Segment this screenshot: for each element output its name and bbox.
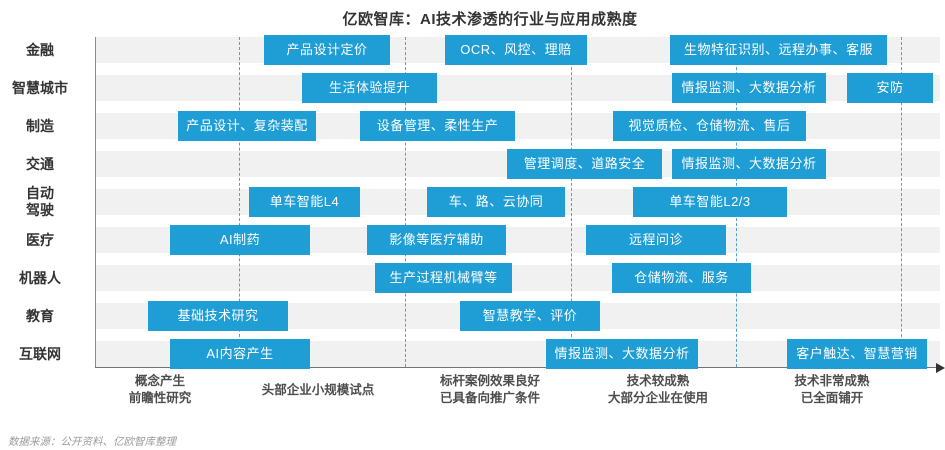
maturity-box: 智慧教学、评价	[460, 301, 600, 331]
maturity-box: 远程问诊	[586, 225, 726, 255]
stage-label-line: 技术非常成熟	[794, 374, 870, 388]
maturity-box: 基础技术研究	[148, 301, 288, 331]
row-label-4: 交通	[26, 155, 54, 172]
maturity-box: 产品设计定价	[264, 35, 390, 65]
row-label-5: 自动 驾驶	[26, 185, 54, 218]
stage-divider-line	[571, 37, 572, 367]
stage-divider-line	[239, 37, 240, 367]
maturity-box: AI内容产生	[170, 339, 310, 369]
stage-label-line: 技术较成熟	[626, 374, 690, 388]
maturity-box: 车、路、云协同	[427, 187, 565, 217]
maturity-box: 情报监测、大数据分析	[672, 149, 826, 179]
y-axis-line	[95, 37, 96, 367]
maturity-box: 生物特征识别、远程办事、客服	[670, 35, 887, 65]
maturity-box: 生活体验提升	[302, 73, 437, 103]
stage-label-3: 标杆案例效果良好已具备向推广条件	[395, 372, 585, 408]
maturity-box: 视觉质检、仓储物流、售后	[613, 111, 806, 141]
stage-label-2: 头部企业小规模试点	[223, 372, 413, 408]
stage-divider-line	[405, 37, 406, 367]
row-stripe	[95, 265, 940, 291]
maturity-box: 情报监测、大数据分析	[672, 73, 826, 103]
maturity-box: 安防	[847, 73, 933, 103]
row-label-2: 智慧城市	[12, 79, 68, 96]
stage-label-line: 大部分企业在使用	[607, 391, 708, 405]
x-axis-arrow-icon	[936, 362, 945, 373]
stage-divider-line	[901, 37, 902, 367]
stage-label-1: 概念产生前瞻性研究	[65, 372, 255, 408]
maturity-box: 生产过程机械臂等	[375, 263, 512, 293]
row-label-9: 互联网	[19, 345, 61, 362]
maturity-box: 设备管理、柔性生产	[360, 111, 515, 141]
stage-label-line: 标杆案例效果良好	[439, 374, 540, 388]
stage-label-line: 概念产生	[134, 374, 185, 388]
stage-label-line: 已具备向推广条件	[439, 391, 540, 405]
stage-label-line: 已全面铺开	[800, 391, 864, 405]
maturity-box: 单车智能L2/3	[633, 187, 787, 217]
maturity-box: AI制药	[170, 225, 310, 255]
row-label-6: 医疗	[26, 231, 54, 248]
maturity-box: 仓储物流、服务	[612, 263, 751, 293]
maturity-box: 产品设计、复杂装配	[178, 111, 316, 141]
maturity-box: 情报监测、大数据分析	[546, 339, 698, 369]
stage-label-4: 技术较成熟大部分企业在使用	[563, 372, 753, 408]
source-note: 数据来源：公开资料、亿欧智库整理	[8, 436, 176, 448]
row-label-8: 教育	[26, 307, 54, 324]
x-axis-line	[95, 367, 940, 368]
row-label-1: 金融	[26, 41, 54, 58]
stage-label-line: 前瞻性研究	[128, 391, 192, 405]
maturity-box: 客户触达、智慧营销	[787, 339, 927, 369]
row-label-7: 机器人	[19, 269, 61, 286]
chart-title: 亿欧智库：AI技术渗透的行业与应用成熟度	[342, 11, 638, 28]
maturity-box: 影像等医疗辅助	[367, 225, 506, 255]
maturity-box: 单车智能L4	[249, 187, 360, 217]
maturity-box: OCR、风控、理赔	[445, 35, 587, 65]
stage-label-line: 头部企业小规模试点	[261, 382, 375, 397]
stage-label-5: 技术非常成熟已全面铺开	[737, 372, 927, 408]
row-label-3: 制造	[26, 117, 54, 134]
maturity-box: 管理调度、道路安全	[507, 149, 662, 179]
